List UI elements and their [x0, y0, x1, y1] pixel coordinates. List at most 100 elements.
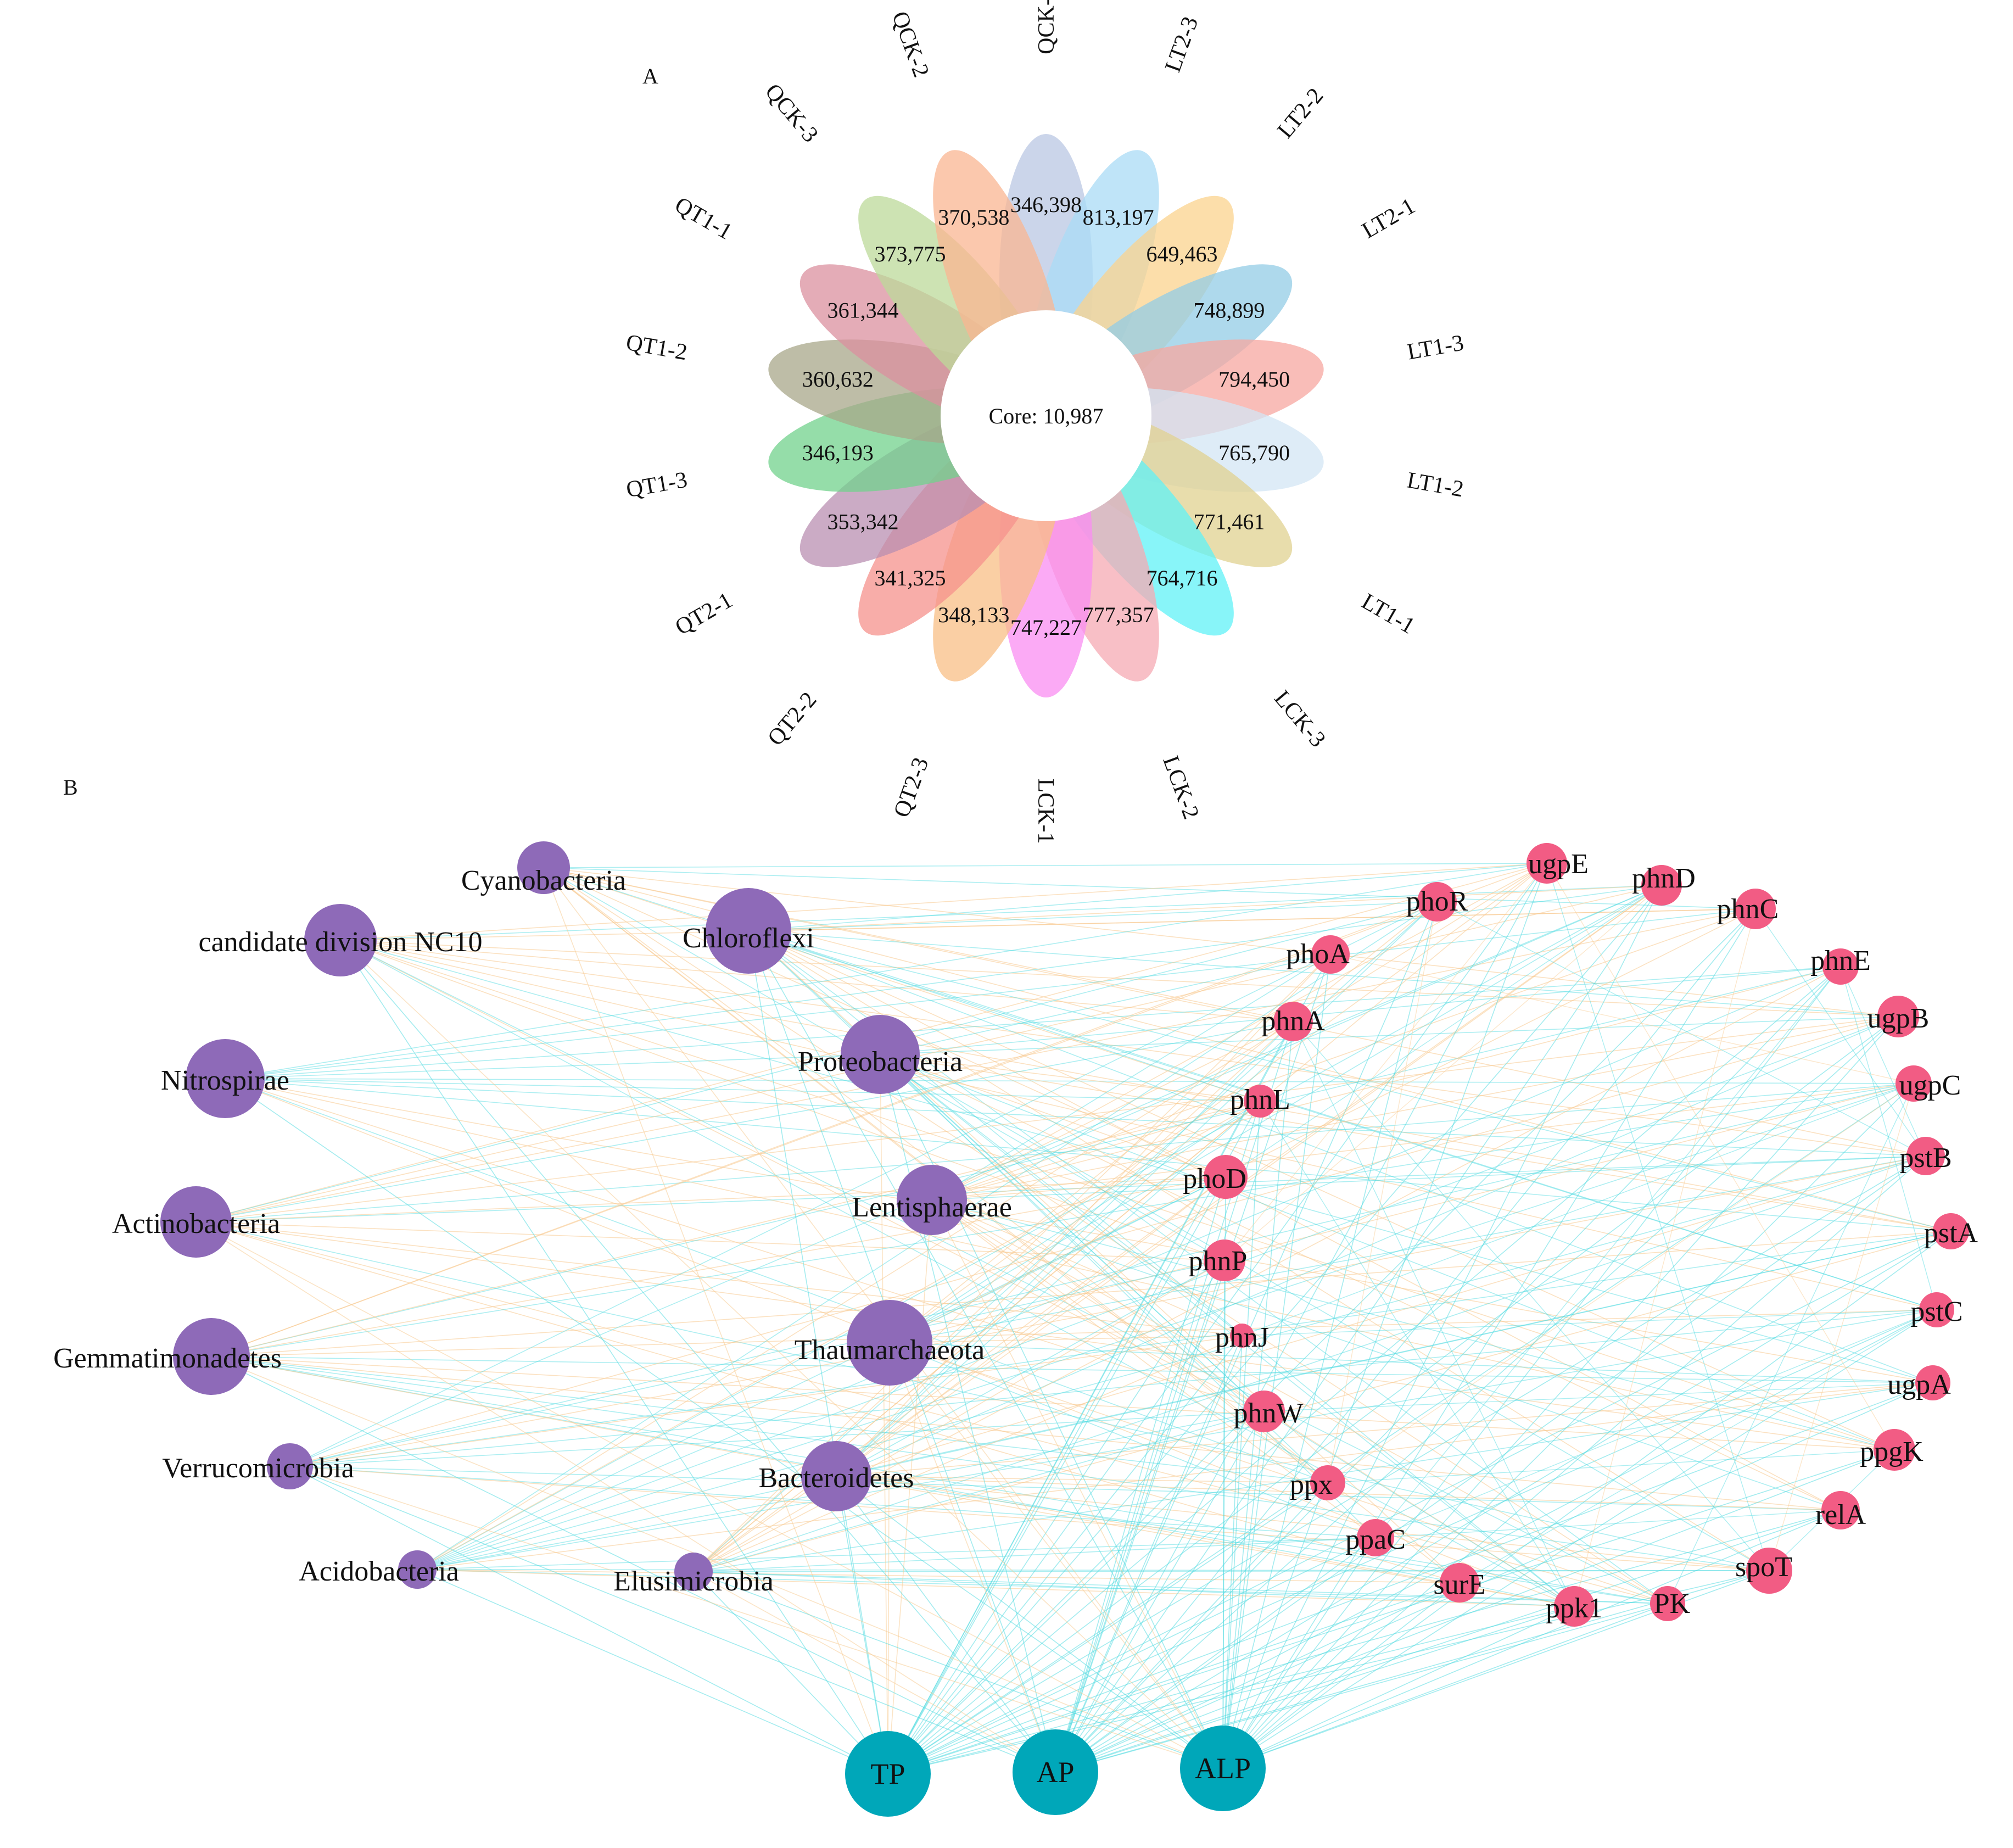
- venn-flower-diagram: 346,398QCK-1813,197LT2-3649,463LT2-2748,…: [624, 0, 1466, 844]
- network-edge: [1055, 863, 1547, 1773]
- network-edge: [340, 940, 1294, 1022]
- phylum-circle: [304, 904, 377, 976]
- network-edge: [931, 954, 1331, 1201]
- gene-label: ugpB: [1867, 1003, 1930, 1034]
- network-edge: [211, 1176, 1226, 1357]
- network-edge: [1224, 863, 1547, 1261]
- network-edge: [889, 885, 1662, 1343]
- gene-label: pstA: [1924, 1218, 1978, 1249]
- network-edge: [225, 1078, 1265, 1412]
- network-edge: [887, 1411, 1265, 1774]
- petal-label-qck-3: QCK-3: [760, 79, 823, 147]
- network-edge: [748, 908, 1756, 931]
- phylum-node-thaumarchaeota: Thaumarchaeota: [795, 1300, 985, 1386]
- network-edge: [931, 908, 1756, 1201]
- network-edge: [1055, 908, 1756, 1773]
- petal-label-qt1-3: QT1-3: [624, 467, 689, 503]
- gene-circle: [1641, 865, 1682, 906]
- network-edge: [887, 1231, 1952, 1774]
- network-edge: [289, 885, 1662, 1467]
- gene-label: ppaC: [1345, 1524, 1406, 1555]
- gene-label: phoA: [1286, 939, 1350, 970]
- phylum-circle: [897, 1165, 967, 1235]
- network-edge: [211, 1309, 1937, 1357]
- gene-circle: [1311, 935, 1350, 974]
- network-edge: [693, 1571, 1223, 1769]
- network-edge: [211, 1356, 1328, 1483]
- network-edge: [1242, 1309, 1937, 1336]
- phylum-label: Proteobacteria: [798, 1046, 963, 1077]
- phylum-label: Cyanobacteria: [461, 865, 626, 896]
- gene-node-ppac: ppaC: [1345, 1519, 1406, 1556]
- network-edge: [1055, 1260, 1225, 1773]
- phylum-label: Actinobacteria: [112, 1208, 280, 1240]
- gene-node-phnw: phnW: [1233, 1391, 1304, 1432]
- network-edge: [211, 1356, 1933, 1383]
- petal-count-qt1-1: 361,344: [827, 298, 899, 323]
- network-edge: [289, 1411, 1265, 1467]
- network-edge: [836, 1476, 1328, 1483]
- gene-circle: [1821, 1491, 1860, 1529]
- network-edge: [748, 930, 1933, 1383]
- network-edge: [693, 1335, 1243, 1572]
- petal-count-qt1-2: 360,632: [802, 367, 874, 392]
- network-edge: [1055, 1101, 1261, 1773]
- gene-label: ugpA: [1887, 1369, 1951, 1400]
- gene-circle: [1244, 1085, 1277, 1118]
- network-edge: [1055, 885, 1662, 1773]
- gene-circle: [1310, 1465, 1345, 1500]
- gene-node-rela: relA: [1815, 1491, 1866, 1531]
- gene-circle: [1919, 1292, 1954, 1327]
- network-edge: [1263, 1411, 1575, 1607]
- network-edge: [1224, 885, 1662, 1261]
- network-edge: [195, 1176, 1226, 1222]
- gene-node-phnd: phnD: [1632, 863, 1696, 906]
- network-edge: [417, 1537, 1376, 1570]
- network-edge: [887, 1582, 1460, 1774]
- network-edge: [225, 885, 1662, 1079]
- gene-label: phnD: [1632, 863, 1696, 894]
- gene-label: phoD: [1183, 1163, 1246, 1194]
- network-edge: [1222, 1537, 1376, 1769]
- network-edge: [340, 940, 1265, 1412]
- network-edges: [195, 863, 1952, 1774]
- network-edge: [887, 1335, 1243, 1774]
- core-circle: [941, 310, 1151, 521]
- gene-circle: [1915, 1365, 1950, 1400]
- petal-count-lt2-2: 649,463: [1146, 242, 1217, 266]
- gene-circle: [1243, 1391, 1285, 1432]
- network-edge: [1222, 1606, 1575, 1769]
- network-edge: [417, 1382, 1933, 1570]
- gene-label: phnC: [1717, 894, 1779, 925]
- network-edge: [931, 1155, 1926, 1201]
- gene-node-phoa: phoA: [1286, 935, 1350, 974]
- network-edge: [748, 930, 1841, 1511]
- network-edge: [887, 1309, 1937, 1774]
- petal-label-lt2-2: LT2-2: [1273, 83, 1329, 143]
- petal-count-lt1-1: 771,461: [1193, 510, 1265, 534]
- phylum-node-chloroflexi: Chloroflexi: [683, 888, 814, 974]
- gene-node-ugpa: ugpA: [1887, 1365, 1951, 1400]
- phylum-label: Lentisphaerae: [852, 1192, 1012, 1223]
- gene-node-phnp: phnP: [1189, 1240, 1247, 1281]
- network-edge: [195, 1221, 1668, 1604]
- gene-label: phnW: [1233, 1398, 1303, 1429]
- network-edge: [693, 1155, 1926, 1572]
- gene-node-ugpe: ugpE: [1526, 843, 1589, 884]
- petal-count-lt2-1: 748,899: [1193, 298, 1265, 323]
- gene-circle: [1877, 996, 1919, 1037]
- gene-circle: [1933, 1213, 1969, 1249]
- gene-circle: [1906, 1137, 1945, 1175]
- network-edge: [1055, 1449, 1895, 1773]
- env-label: AP: [1036, 1756, 1074, 1789]
- network-edge: [887, 1016, 1899, 1774]
- network-edge: [211, 966, 1841, 1357]
- network-edge: [340, 940, 1223, 1769]
- gene-node-ppgk: ppgK: [1860, 1429, 1923, 1471]
- gene-node-phnc: phnC: [1717, 889, 1779, 929]
- network-edge: [340, 940, 1926, 1157]
- gene-circle: [1895, 1065, 1932, 1102]
- env-circle: [1180, 1726, 1266, 1811]
- network-edge: [195, 885, 1662, 1222]
